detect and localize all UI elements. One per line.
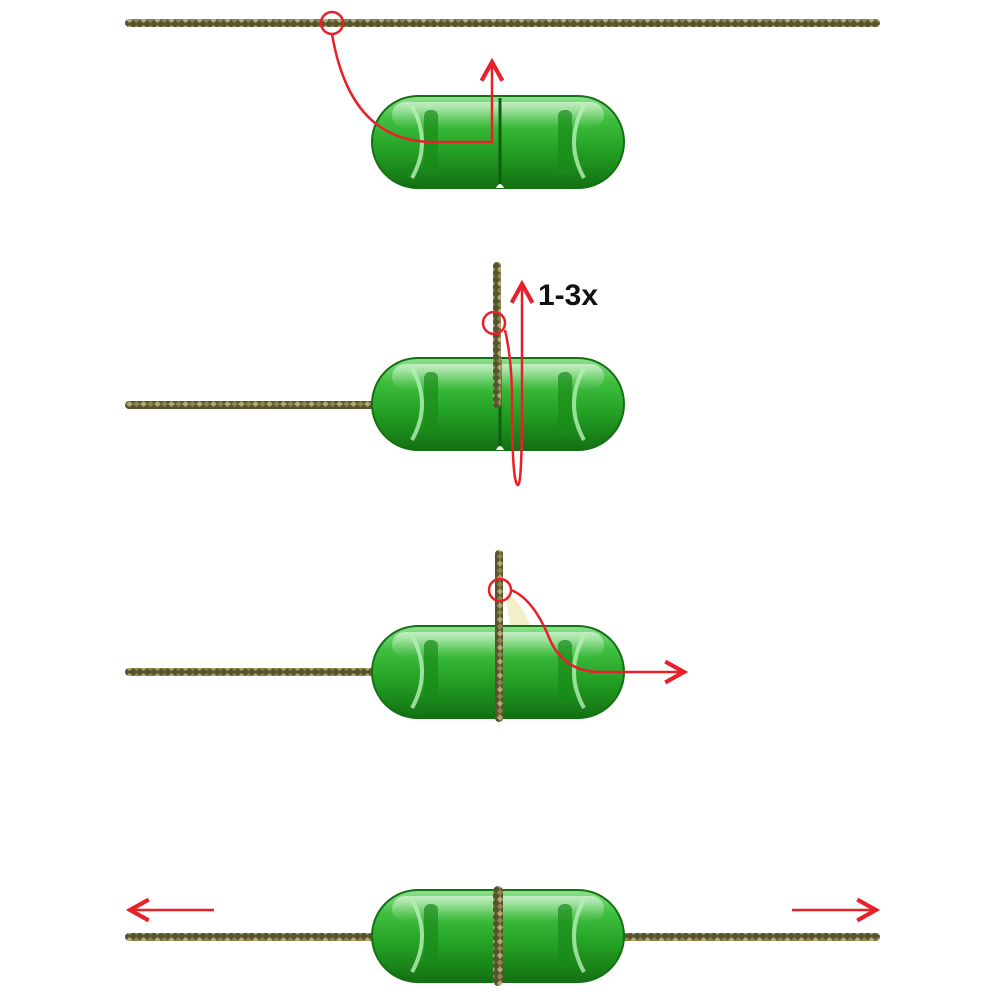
- wrapped-line: [495, 550, 503, 722]
- tuck-shadow: [505, 592, 530, 625]
- loop-marker-circle: [481, 310, 507, 336]
- step-1: [125, 10, 880, 189]
- threading-arrow: [330, 33, 492, 144]
- step-3: [125, 550, 684, 722]
- knot-wrap: [493, 886, 503, 986]
- step-2: 1-3x: [125, 262, 625, 487]
- repeat-label: 1-3x: [538, 279, 598, 312]
- float-body: [371, 95, 625, 189]
- wrap-arrow: [503, 284, 522, 487]
- tuck-arrow: [510, 588, 684, 672]
- tag-end-line: [493, 262, 501, 408]
- step-4: [125, 886, 880, 986]
- main-line: [125, 19, 880, 27]
